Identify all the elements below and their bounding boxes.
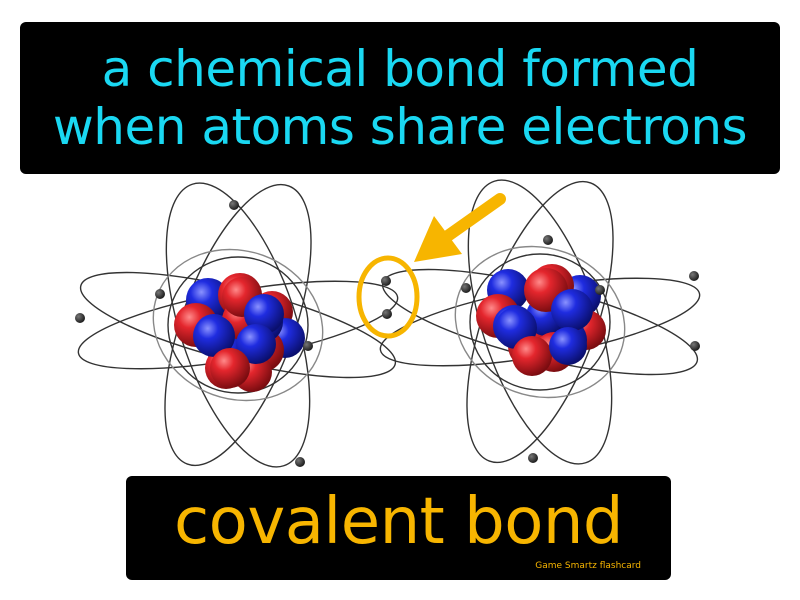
shared-electrons-highlight <box>356 255 420 339</box>
nucleus-left <box>174 273 305 392</box>
term-text: covalent bond <box>173 485 624 559</box>
electrons-right <box>461 235 700 463</box>
term-box: covalent bond Game Smartz flashcard <box>126 476 671 580</box>
covalent-bond-illustration <box>75 179 701 468</box>
electrons-left <box>75 200 313 467</box>
definition-line-1: a chemical bond formed <box>101 40 699 98</box>
atom-right <box>379 179 701 465</box>
definition-line-2: when atoms share electrons <box>52 98 748 156</box>
definition-box: a chemical bond formed when atoms share … <box>20 22 780 174</box>
atom-left <box>75 182 399 468</box>
credit-text: Game Smartz flashcard <box>535 561 641 571</box>
shared-electron-pair <box>381 276 392 319</box>
pointer-arrow-icon <box>414 193 506 262</box>
nucleus-right <box>476 264 606 376</box>
